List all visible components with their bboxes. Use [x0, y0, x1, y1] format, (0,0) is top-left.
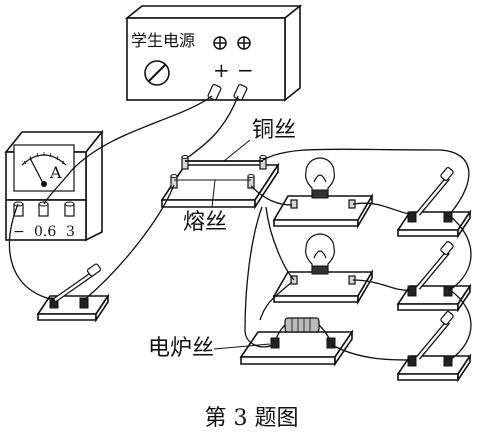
- figure-caption: 第 3 题图: [204, 406, 299, 431]
- lamp-1-post-left[interactable]: [290, 199, 298, 209]
- board-post[interactable]: [259, 155, 267, 170]
- power-supply-label: 学生电源: [131, 31, 195, 50]
- plus-sign: +: [213, 58, 230, 82]
- negative-terminal[interactable]: [237, 36, 251, 50]
- ammeter-unit: A: [49, 163, 62, 182]
- student-power-supply: 学生电源 + −: [124, 4, 303, 102]
- furnace-wire-board: [239, 317, 354, 367]
- minus-sign: −: [237, 58, 254, 82]
- ammeter: A − 0.6 3: [4, 129, 104, 242]
- label-terminal-3: 3: [66, 224, 75, 240]
- label-fuse-wire: 熔丝: [183, 210, 227, 235]
- board-post[interactable]: [170, 174, 178, 189]
- knife-switch-2[interactable]: [396, 241, 472, 313]
- furnace-post-left[interactable]: [270, 337, 280, 349]
- voltage-knob[interactable]: [144, 60, 170, 86]
- lamp-1: [272, 157, 374, 229]
- label-copper-wire: 铜丝: [252, 118, 296, 143]
- ammeter-terminal-3[interactable]: [64, 201, 75, 217]
- lamp-bulb: [305, 157, 335, 199]
- lamp-2: [272, 233, 374, 305]
- positive-terminal[interactable]: [213, 36, 227, 50]
- knife-switch-main[interactable]: [36, 263, 110, 323]
- knife-switch-1[interactable]: [396, 167, 472, 239]
- knife-switch-3[interactable]: [396, 311, 472, 383]
- board-post[interactable]: [247, 174, 255, 189]
- ammeter-terminal-0-6[interactable]: [38, 201, 49, 217]
- wire-test-board: [160, 155, 280, 210]
- lamp-bulb: [305, 233, 335, 275]
- label-terminal-minus: −: [13, 224, 25, 240]
- label-terminal-0-6: 0.6: [34, 224, 56, 240]
- label-furnace-wire: 电炉丝: [148, 336, 214, 361]
- ammeter-terminal-minus[interactable]: [13, 201, 24, 217]
- furnace-post-right[interactable]: [326, 337, 336, 349]
- ammeter-needle: [29, 157, 45, 186]
- connecting-wires: [8, 95, 472, 361]
